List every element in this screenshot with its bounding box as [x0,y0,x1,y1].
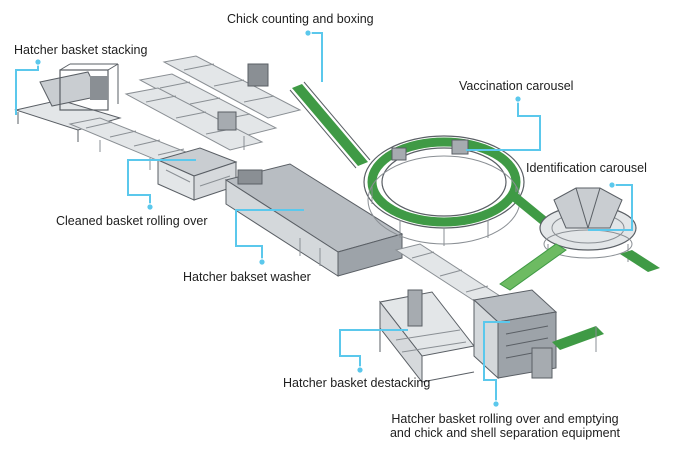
label-vaccination: Vaccination carousel [459,79,574,93]
leader-cleaned-rolling-dot [146,203,154,211]
vaccination-carousel [363,135,525,246]
label-destacking: Hatcher basket destacking [283,376,431,390]
leader-identification-dot [608,181,616,189]
label-cleaned-rolling: Cleaned basket rolling over [56,214,208,228]
destacking-machine [379,289,475,384]
leader-vaccination [466,99,541,151]
identification-carousel [539,187,660,272]
boxing-lines [124,55,302,151]
label-rolling-emptying-line1: Hatcher basket rolling over and emptying [391,412,619,426]
label-chick-counting: Chick counting and boxing [227,12,374,26]
leader-rolling-emptying [483,321,510,404]
cleaned-basket-station [156,147,238,201]
separation-equipment [472,289,604,380]
leader-vaccination-dot [514,95,522,103]
leader-basket-stacking-dot [34,58,42,66]
conveyor-from-identification [499,243,567,291]
leader-washer-dot [258,258,266,266]
leader-destacking [339,329,408,370]
basket-washer [224,163,404,277]
label-washer: Hatcher bakset washer [183,270,311,284]
leader-washer [235,209,304,262]
label-rolling-emptying: Hatcher basket rolling over and emptying… [370,412,640,440]
label-identification: Identification carousel [526,161,647,175]
label-rolling-emptying-line2: and chick and shell separation equipment [389,426,620,440]
leader-lines [15,29,633,408]
leader-basket-stacking [15,62,39,115]
label-basket-stacking: Hatcher basket stacking [14,43,148,57]
chute-to-vaccination [289,81,371,169]
leader-destacking-dot [356,366,364,374]
leader-cleaned-rolling [127,159,196,207]
leader-rolling-emptying-dot [492,400,500,408]
leader-chick-counting [308,32,323,82]
leader-chick-counting-dot [304,29,312,37]
leader-identification [588,184,633,231]
